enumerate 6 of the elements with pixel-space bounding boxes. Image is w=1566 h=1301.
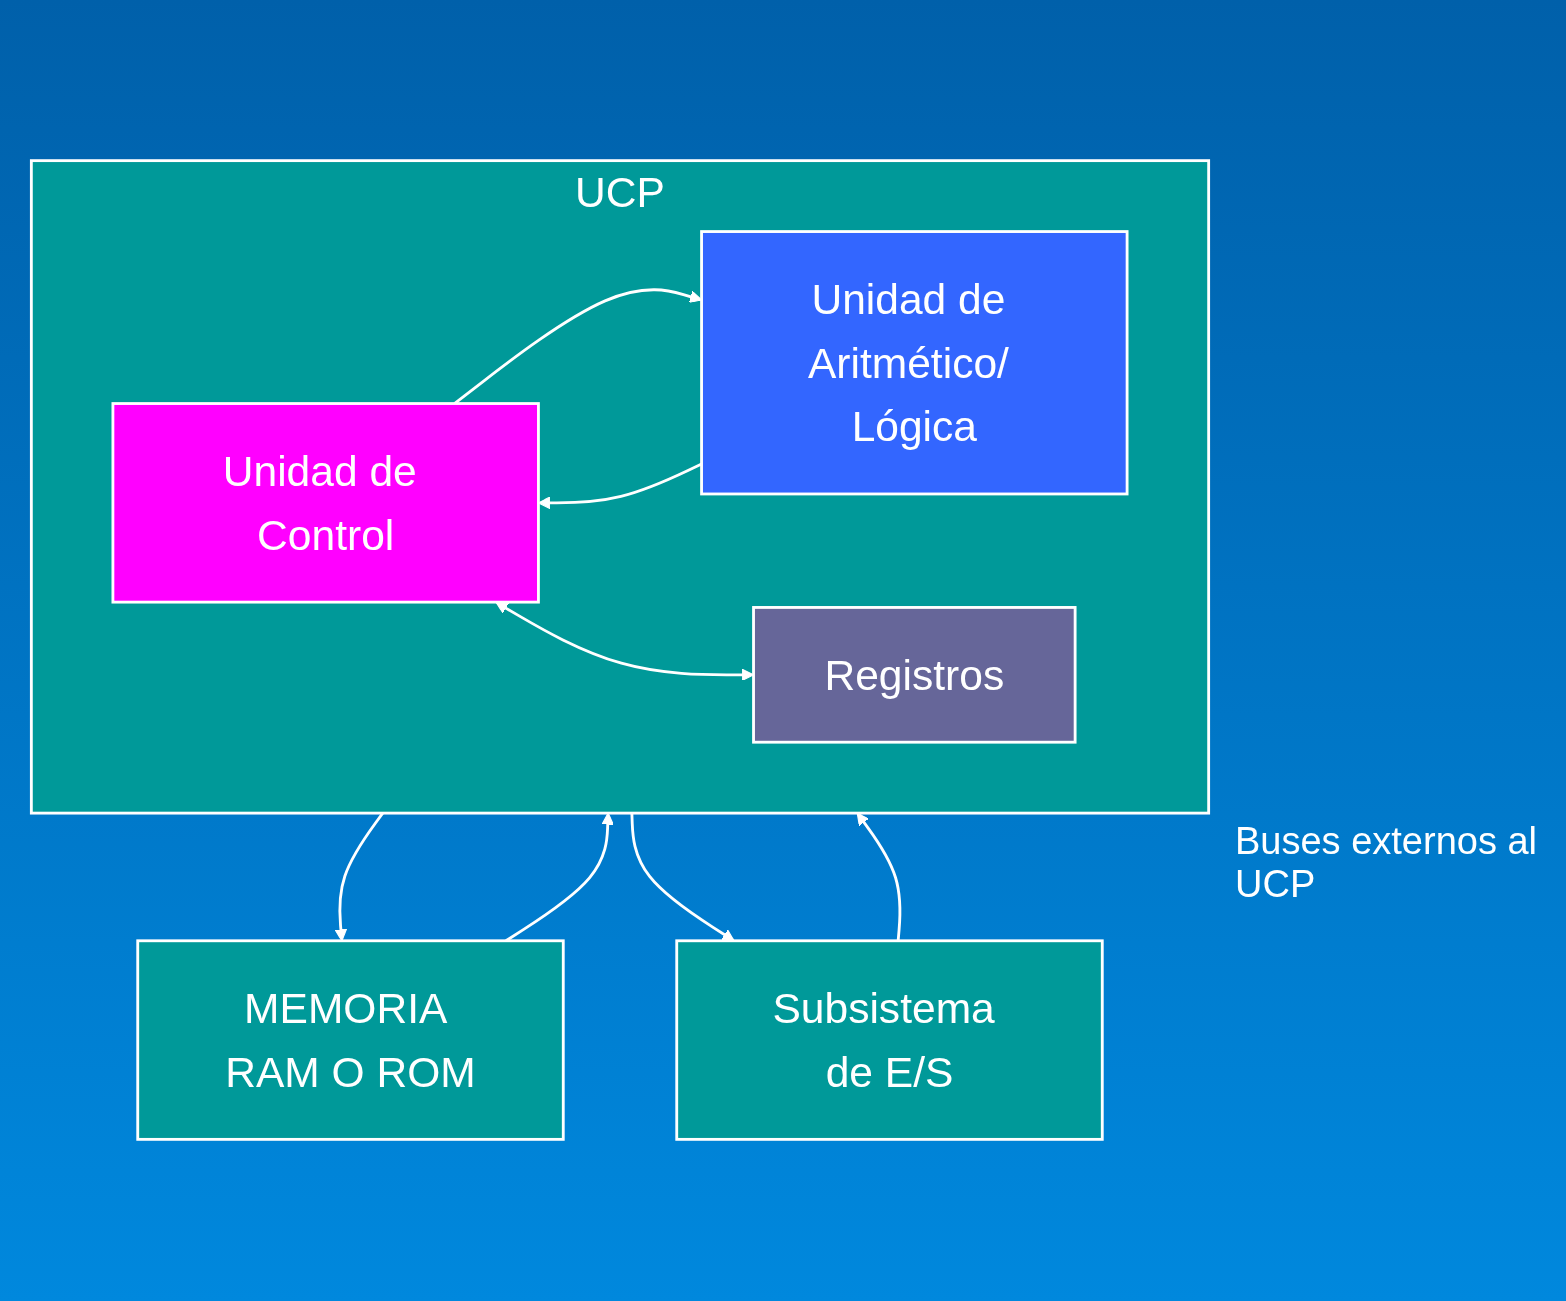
node-box: Unidad de Aritmético/ Lógica: [700, 230, 1129, 496]
node-box: Unidad de Control: [111, 402, 540, 604]
node-box: MEMORIA RAM O ROM: [136, 939, 565, 1141]
node-box: Subsistema de E/S: [675, 939, 1104, 1141]
bus-label: Buses externos al UCP: [1235, 820, 1539, 906]
node-box: Registros: [752, 606, 1077, 744]
